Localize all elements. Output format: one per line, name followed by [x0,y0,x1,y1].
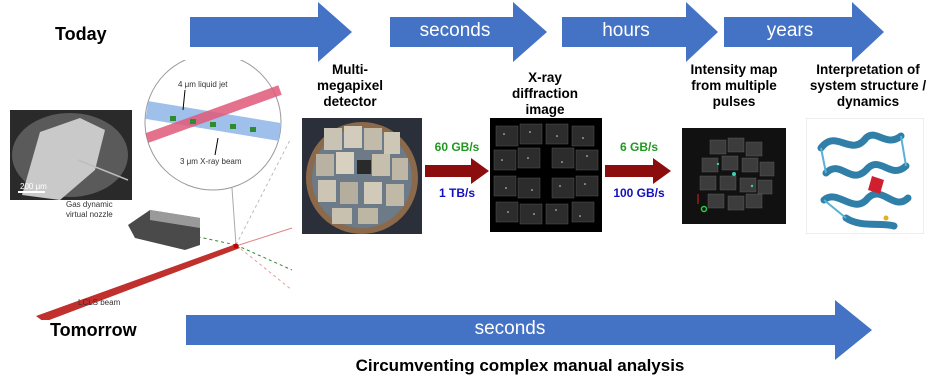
timeline-arrow-1 [190,2,352,62]
timeline-arrow-3 [562,2,718,62]
timeline-arrow-4 [724,2,884,62]
rate-2-bottom: 100 GB/s [613,186,665,200]
rate-1-top: 60 GB/s [434,140,480,154]
caption: Circumventing complex manual analysis [355,356,685,375]
rate-arrow-1 [425,158,489,184]
arrow-label-seconds: seconds [419,20,491,41]
stage-interpretation-label: Interpretation of system structure / dyn… [809,62,927,109]
scale-bar-label: 200 μm [20,182,47,191]
arrow-label-hours: hours [602,20,650,41]
today-label: Today [55,24,107,44]
stage-intensity-label: Intensity map from multiple pulses [690,62,778,109]
protein-structure-image [806,118,924,234]
experiment-setup-illustration [10,60,293,320]
xray-beam-label: 3 μm X-ray beam [180,157,242,166]
nozzle-label: Gas dynamic virtual nozzle [66,200,113,219]
rate-1-bottom: 1 TB/s [438,186,475,200]
rate-2-top: 6 GB/s [619,140,658,154]
stage-diffraction-label: X-ray diffraction image [512,70,578,117]
intensity-map-image [674,124,792,232]
tomorrow-arrow [186,300,872,360]
nozzle-micrograph [10,110,132,200]
stage-detector-label: Multi- megapixel detector [316,62,384,109]
tomorrow-label: Tomorrow [50,320,137,340]
rate-arrow-2 [605,158,671,184]
beam-jet-zoom-circle [144,60,282,191]
detector-photo [302,118,422,234]
diffraction-image [490,118,602,232]
nozzle-body [128,210,200,250]
lcls-beam-label: LCLS beam [78,298,121,307]
timeline-arrow-2 [390,2,547,62]
liquid-jet-label: 4 μm liquid jet [178,80,228,89]
arrow-label-years: years [766,20,814,41]
tomorrow-arrow-label: seconds [474,318,546,339]
today-timeline [190,2,884,62]
lcls-beam [36,244,240,320]
